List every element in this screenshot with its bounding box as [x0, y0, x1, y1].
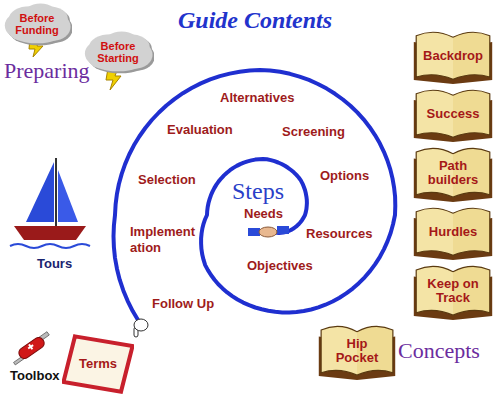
label-box: Selection	[136, 172, 198, 188]
label-box: Toolbox	[10, 368, 60, 384]
node-label: Hurdles	[429, 225, 477, 239]
pointing-hand	[134, 319, 148, 337]
label-box: Implement ation	[128, 224, 197, 256]
sail	[26, 162, 54, 222]
title-text: Guide Contents	[178, 6, 332, 34]
sleeve	[248, 228, 260, 236]
step-label: Alternatives	[218, 90, 296, 106]
steps-spiral	[114, 70, 396, 321]
step-label: Follow Up	[150, 296, 216, 312]
book-outline	[416, 32, 490, 79]
node-label: Backdrop	[423, 49, 483, 63]
label-box: Preparing	[4, 58, 90, 83]
label-box: Concepts	[398, 338, 480, 363]
sailboat-icon	[10, 158, 90, 248]
icon-label: Toolbox	[10, 368, 60, 384]
book-outline	[416, 148, 490, 197]
label-box: Needs	[242, 206, 285, 222]
node-label: Before Funding	[10, 12, 64, 36]
title-box: Guide Contents	[178, 6, 332, 34]
step-label: Selection	[136, 172, 198, 188]
label-box: Steps	[230, 178, 286, 204]
node-label: Hip Pocket	[326, 337, 388, 365]
spiral-heading: Steps	[230, 178, 286, 204]
book-outline	[321, 326, 393, 375]
step-label: Implement ation	[128, 224, 197, 256]
knife-icon	[10, 331, 53, 366]
step-label: Screening	[280, 124, 347, 140]
sail	[58, 170, 78, 222]
hull	[14, 226, 86, 240]
label-box: Alternatives	[218, 90, 296, 106]
icon-label: Tours	[37, 256, 72, 272]
concept-book: Hurdles	[413, 204, 493, 260]
step-label: Objectives	[245, 258, 315, 274]
cross-mark	[28, 344, 34, 349]
node-label: Path builders	[421, 159, 485, 187]
section-heading: Preparing	[4, 58, 90, 83]
node-label: Before Starting	[90, 40, 146, 64]
concept-book: Hip Pocket	[318, 322, 396, 380]
handshake-icon	[248, 226, 289, 237]
book-outline	[416, 208, 490, 255]
concept-book: Keep on Track	[413, 262, 493, 320]
node-label: Terms	[79, 357, 117, 371]
mast	[55, 158, 57, 228]
section-heading: Concepts	[398, 338, 480, 363]
node-label: Success	[427, 107, 480, 121]
label-box: Options	[318, 168, 371, 184]
book-outline	[416, 90, 490, 137]
label-box: Resources	[304, 226, 374, 242]
cross-mark	[28, 344, 33, 350]
label-box: Evaluation	[165, 122, 235, 138]
book-outline	[416, 266, 490, 315]
label-box: Follow Up	[150, 296, 216, 312]
concept-book: Backdrop	[413, 28, 493, 84]
knife-body	[17, 335, 46, 360]
concept-book: Success	[413, 86, 493, 142]
label-box: Objectives	[245, 258, 315, 274]
step-label: Evaluation	[165, 122, 235, 138]
clasped-hands	[259, 227, 277, 237]
sleeve	[277, 226, 289, 234]
label-box: Tours	[37, 256, 72, 272]
cloud-node: Before Starting	[82, 30, 154, 74]
book-cover	[63, 336, 132, 391]
label-box: Screening	[280, 124, 347, 140]
cloud-node: Before Funding	[2, 2, 72, 46]
step-label: Resources	[304, 226, 374, 242]
waves	[10, 244, 90, 248]
glove	[134, 319, 148, 331]
node-label: Keep on Track	[421, 277, 485, 305]
concept-book: Path builders	[413, 144, 493, 202]
step-label: Needs	[242, 206, 285, 222]
terms-book: Terms	[62, 334, 134, 394]
step-label: Options	[318, 168, 371, 184]
